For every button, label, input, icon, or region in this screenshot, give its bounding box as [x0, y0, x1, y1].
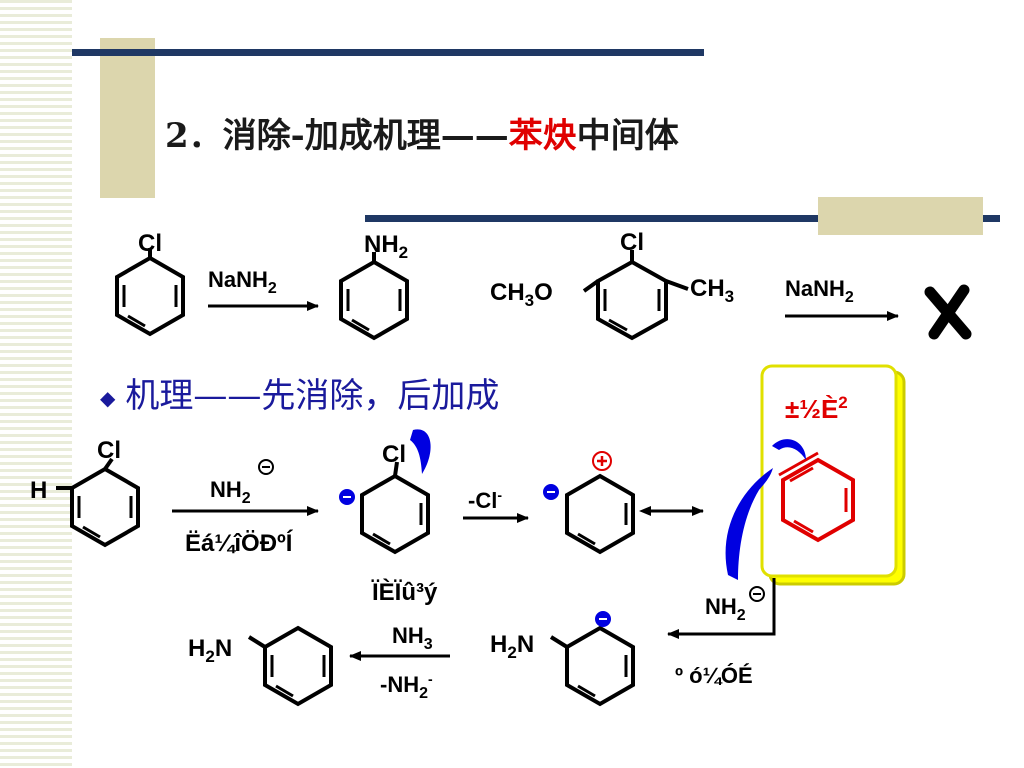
cl-label: Cl	[97, 437, 121, 464]
slide-title: 2．消除-加成机理——苯炔中间体	[165, 108, 679, 157]
decor-navy-line	[72, 49, 704, 56]
no-reaction-cross-icon	[924, 284, 972, 340]
reagent-nanh2: NaNH2	[785, 276, 854, 306]
nucleophile-nh2: NH2	[705, 594, 746, 624]
curved-arrow-icon	[725, 468, 773, 580]
reagent-nanh2: NaNH2	[208, 267, 277, 297]
h2n-label: H2N	[490, 631, 534, 662]
carbanion-ring	[360, 461, 430, 555]
benzyne-ring	[778, 451, 855, 543]
bullet-point: ◆ 机理——先消除，后加成	[100, 368, 499, 417]
step-note: º ó¼ÓÉ	[675, 663, 753, 688]
cl-label: Cl	[620, 229, 644, 256]
title-prefix: 2．消除-加成机理——	[165, 116, 509, 156]
aniline-product-ring	[247, 625, 333, 707]
bullet-icon: ◆	[100, 386, 116, 410]
anion-ring	[549, 625, 635, 707]
decor-tan-block	[100, 38, 155, 198]
cl-label: Cl	[382, 441, 406, 468]
benzyne-label: ±½È2	[785, 393, 848, 424]
cl-label: Cl	[138, 230, 162, 257]
chlorobenzene-ring	[56, 457, 140, 548]
title-highlight: 苯炔	[508, 116, 577, 156]
resonance-ring	[565, 473, 635, 555]
substituted-ring	[582, 250, 689, 341]
step-note: Ëá¼îÖÐºÍ	[185, 529, 294, 557]
decor-tan-block	[818, 197, 983, 235]
title-suffix: 中间体	[576, 116, 679, 156]
byproduct-nh2: -NH2-	[380, 671, 433, 702]
ch3o-label: CH3O	[490, 279, 553, 310]
reagent-nh3: NH3	[392, 623, 433, 653]
reagent-nh2-anion: NH2	[210, 477, 251, 507]
h2n-label: H2N	[188, 635, 232, 666]
h-label: H	[30, 477, 47, 504]
ch3-label: CH3	[690, 275, 734, 306]
curved-arrow-icon	[410, 429, 431, 474]
striped-margin	[0, 0, 72, 768]
reaction-arrow	[667, 578, 776, 639]
curved-arrow-icon	[772, 439, 806, 460]
step-note: ÏÈÏû³ý	[371, 578, 438, 606]
bullet-text: 机理——先消除，后加成	[125, 376, 500, 416]
nh2-label: NH2	[364, 231, 408, 262]
decor-navy-line	[365, 215, 1000, 222]
aniline-ring	[339, 252, 409, 341]
chlorobenzene-ring	[115, 248, 185, 337]
minus-cl-label: -Cl-	[468, 487, 502, 513]
